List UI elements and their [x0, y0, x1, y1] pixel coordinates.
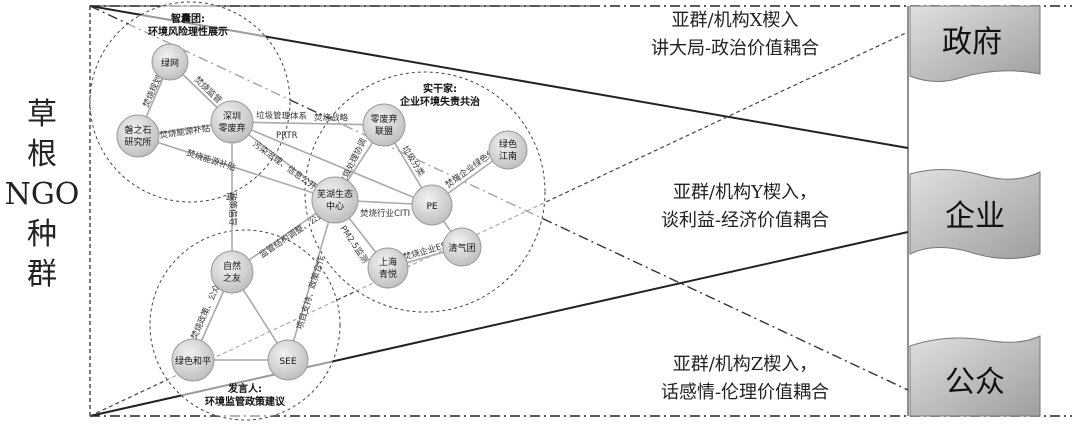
node-qingqituan-label: 清气团 — [448, 242, 475, 254]
stakeholder-government: 政府 — [909, 5, 1041, 82]
node-shenzhen: 深圳 零废弃 — [210, 100, 254, 144]
government-label: 政府 — [942, 25, 1002, 60]
left-label-char-1: 草 — [27, 97, 57, 132]
node-shenzhen-label-2: 零废弃 — [218, 122, 245, 134]
node-shanghai-label-1: 上海 — [379, 256, 397, 268]
left-label-char-3: NGO — [4, 177, 80, 212]
wedge-z-line2: 话感情-伦理价值耦合 — [661, 382, 829, 403]
edge-label-13: 焚烧行业CITI — [360, 208, 410, 219]
node-wuhu-label-2: 中心 — [326, 200, 344, 212]
edge-panzhishi-wuhu — [137, 135, 336, 201]
stakeholder-public: 公众 — [909, 335, 1041, 417]
wedge-z-line1: 亚群/机构Z楔入， — [673, 354, 818, 375]
wedge-x-text: 亚群/机构X楔入 讲大局-政治价值耦合 — [651, 10, 819, 59]
node-lvse-jiangnan: 绿色 江南 — [488, 130, 528, 170]
node-panzhishi-label-1: 磐之石 — [124, 124, 151, 136]
node-qingqituan: 清气团 — [442, 227, 482, 267]
node-panzhishi: 磐之石 研究所 — [116, 114, 160, 158]
left-label-char-5: 群 — [27, 257, 57, 292]
think-tank-title-2: 环境风险理性展示 — [148, 25, 228, 38]
node-pe-label: PE — [426, 202, 437, 212]
edge-shenzhen-pe — [231, 121, 433, 206]
edge-see-wuhu — [287, 199, 336, 361]
edge-label-9: 政策倡导 — [227, 192, 238, 227]
node-lingfeiqi-label-1: 零废弃 — [370, 113, 397, 125]
cluster-titles: 智囊团: 环境风险理性展示 实干家: 企业环境失责共治 发言人: 环境监管政策建… — [148, 12, 480, 408]
node-jiangnan-label-2: 江南 — [499, 150, 517, 162]
wedge-z-text: 亚群/机构Z楔入， 话感情-伦理价值耦合 — [661, 354, 829, 403]
node-wuhu: 芜湖生态 中心 — [311, 176, 359, 224]
edge-label-5: 垃圾管理体系 — [256, 110, 307, 122]
node-heping-label: 绿色和平 — [175, 355, 211, 367]
edge-label-6: 焚烧战略 — [314, 112, 349, 124]
node-lingfeiqi-label-2: 联盟 — [375, 126, 393, 137]
speaker-title-2: 环境监管政策建议 — [205, 395, 286, 408]
node-lvwang: 绿网 — [151, 43, 189, 81]
think-tank-title-1: 智囊团: — [171, 12, 205, 25]
node-shenzhen-label-1: 深圳 — [223, 111, 241, 122]
doer-title-2: 企业环境失责共治 — [399, 95, 480, 108]
public-label: 公众 — [945, 365, 1005, 400]
wedge-y-line1: 亚群/机构Y楔入， — [673, 182, 817, 203]
node-see: SEE — [267, 339, 309, 381]
left-label-char-4: 种 — [27, 217, 57, 252]
speaker-title-1: 发言人: — [227, 382, 262, 395]
stakeholder-enterprise: 企业 — [909, 168, 1041, 260]
node-panzhishi-label-2: 研究所 — [124, 136, 151, 148]
enterprise-label: 企业 — [945, 199, 1005, 234]
node-ziran-label-1: 自然 — [223, 260, 241, 272]
edge-label-7: PRTR — [276, 131, 298, 141]
wedge-y-line2: 谈利益-经济价值耦合 — [661, 210, 829, 231]
wedge-y-text: 亚群/机构Y楔入， 谈利益-经济价值耦合 — [661, 182, 829, 231]
node-ziran-label-2: 之友 — [223, 272, 241, 284]
node-ziran: 自然 之友 — [210, 250, 254, 294]
node-lingfeiqi: 零废弃 联盟 — [362, 103, 406, 147]
doer-title-1: 实干家: — [423, 82, 457, 95]
node-pe: PE — [411, 184, 453, 226]
wedge-x-line1: 亚群/机构X楔入 — [672, 10, 799, 31]
grassroots-ngo-population-label: 草 根 NGO 种 群 — [2, 95, 82, 295]
node-see-label: SEE — [279, 357, 296, 367]
node-shanghai-label-2: 青悦 — [379, 268, 397, 280]
node-shanghai: 上海 青悦 — [367, 247, 409, 289]
wedge-x-line2: 讲大局-政治价值耦合 — [651, 38, 819, 59]
left-label-char-2: 根 — [27, 137, 57, 172]
edge-shenzhen-lingfeiqi — [231, 121, 385, 126]
edge-label-9a: 政 — [226, 192, 235, 203]
node-lvse-heping: 绿色和平 — [171, 338, 215, 382]
network-nodes: 绿网 深圳 零废弃 磐之石 研究所 零废弃 联盟 绿色 江南 PE 芜湖生态 — [116, 43, 528, 382]
node-jiangnan-label-1: 绿色 — [499, 138, 517, 150]
node-wuhu-label-1: 芜湖生态 — [317, 188, 353, 200]
node-lvwang-label: 绿网 — [161, 57, 179, 69]
